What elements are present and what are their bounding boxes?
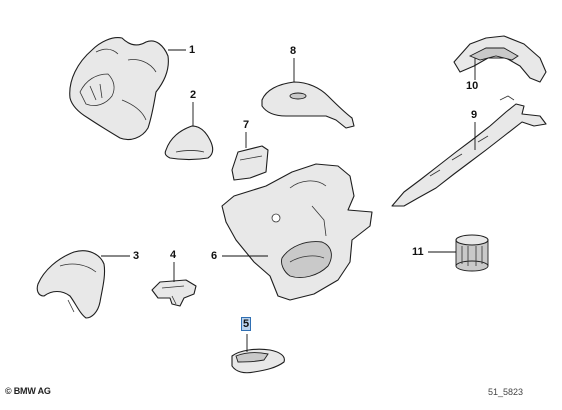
part-6-inner-fairing[interactable] <box>221 163 373 301</box>
copyright-text: © BMW AG <box>5 386 51 396</box>
callout-5[interactable]: 5 <box>240 317 252 331</box>
callout-9[interactable]: 9 <box>471 109 478 121</box>
part-10-top-bracket[interactable] <box>453 35 547 83</box>
leader-lines <box>101 49 476 352</box>
part-2-dome-cover[interactable] <box>164 125 214 161</box>
part-9-bracket-arm[interactable] <box>391 95 547 207</box>
callout-4[interactable]: 4 <box>170 249 177 261</box>
part-5-lower-trim[interactable] <box>231 348 285 374</box>
part-1-front-fairing[interactable] <box>69 37 169 141</box>
callout-7[interactable]: 7 <box>243 119 250 131</box>
callout-10[interactable]: 10 <box>466 80 479 92</box>
callout-3[interactable]: 3 <box>133 250 140 262</box>
callout-6[interactable]: 6 <box>211 250 218 262</box>
callout-8[interactable]: 8 <box>290 45 297 57</box>
part-11-damper[interactable] <box>455 234 489 272</box>
callout-1[interactable]: 1 <box>189 44 196 56</box>
part-3-side-panel[interactable] <box>36 250 106 319</box>
part-4-bracket[interactable] <box>151 279 197 307</box>
callout-2[interactable]: 2 <box>190 89 197 101</box>
part-7-small-panel[interactable] <box>231 145 269 181</box>
part-8-upper-cover[interactable] <box>261 81 355 129</box>
diagram-id: 51_5823 <box>488 387 524 397</box>
callout-11[interactable]: 11 <box>412 246 424 258</box>
